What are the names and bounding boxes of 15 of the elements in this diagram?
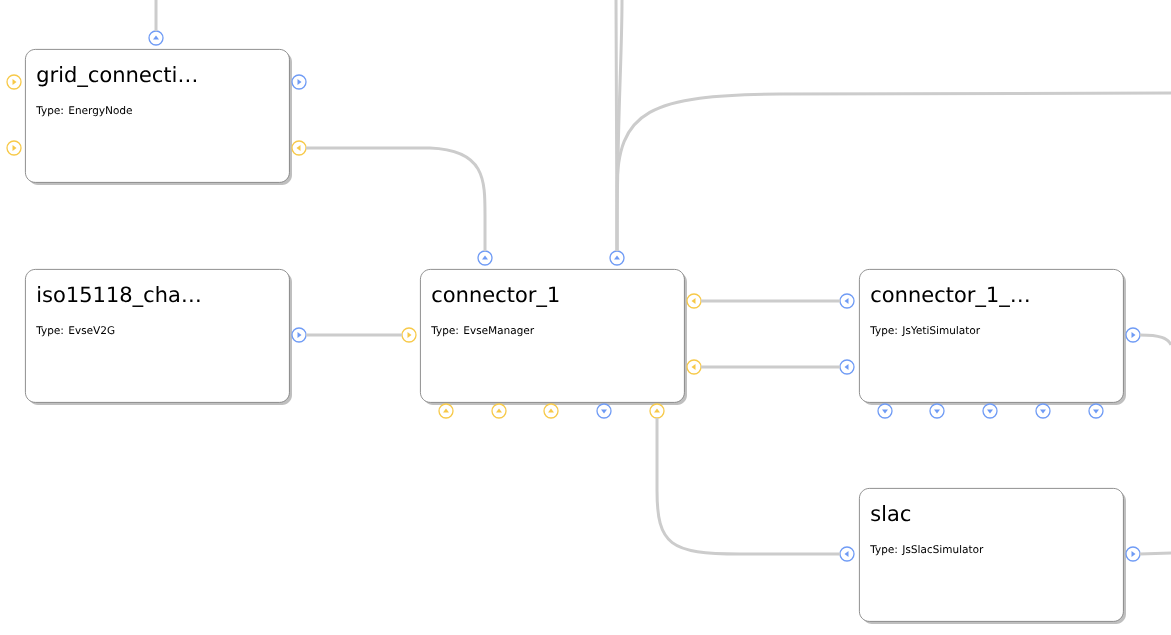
module-box: iso15118_cha… Type: EvseV2G [25, 269, 292, 405]
module-box: grid_connecti… Type: EnergyNode [25, 49, 292, 185]
connector-line [306, 333, 402, 337]
connector-line [701, 299, 840, 303]
connector-line [1139, 551, 1171, 556]
module-box: slac Type: JsSlacSimulator [859, 488, 1126, 624]
connector-line [701, 365, 840, 369]
connector-line [615, 0, 624, 251]
connector-line [154, 0, 158, 31]
module-box: connector_1_… Type: JsYetiSimulator [859, 269, 1126, 405]
connector-line [655, 418, 840, 556]
module-box: connector_1 Type: EvseManager [420, 269, 687, 405]
connector-line [306, 146, 487, 251]
connector-line [1139, 333, 1171, 346]
connector-line [615, 91, 1171, 251]
